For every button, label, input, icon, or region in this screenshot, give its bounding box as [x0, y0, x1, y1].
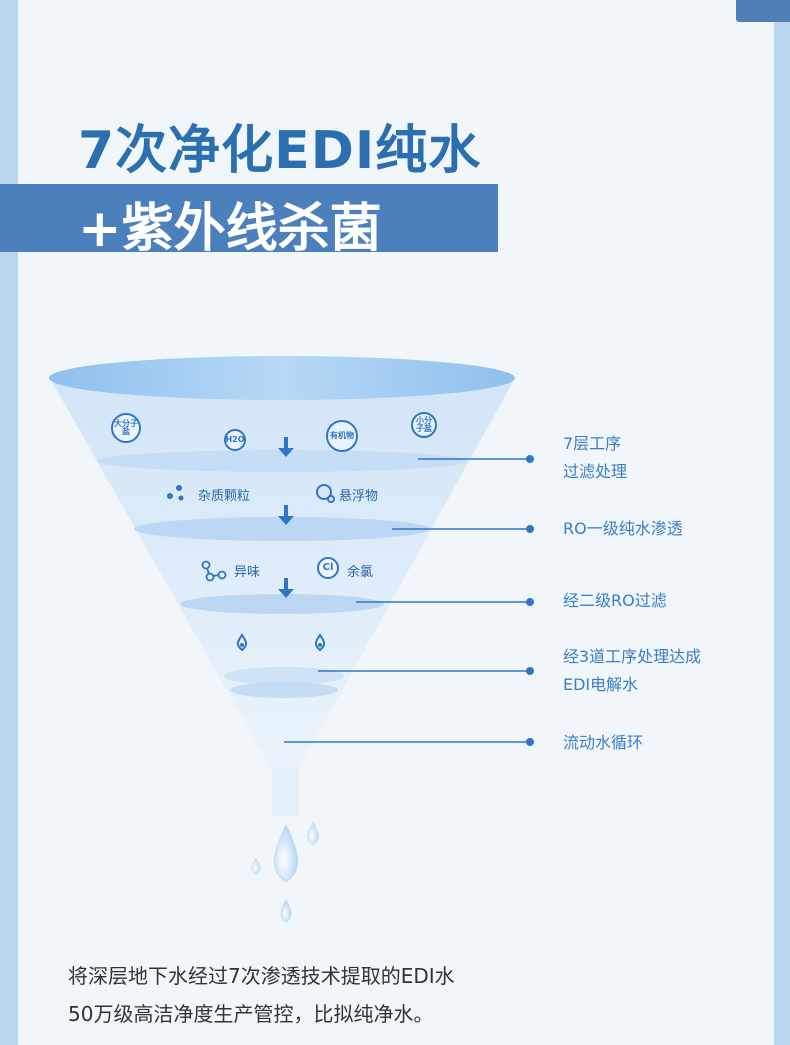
chlorine-label: 余氯	[347, 565, 374, 580]
filter-layer-4a	[224, 667, 344, 685]
funnel-cone	[50, 378, 515, 770]
water-drop-small-left	[251, 856, 261, 875]
filter-layer-3	[180, 594, 384, 614]
water-drop-bottom	[280, 898, 292, 923]
funnel-spout	[272, 768, 298, 816]
stage-1-label: 7层工序 过滤处理	[563, 434, 628, 481]
filter-layer-2	[134, 517, 430, 541]
purification-funnel	[49, 356, 534, 923]
headline-subtitle: +紫外线杀菌	[78, 199, 382, 259]
description-line-2: 50万级高洁净度生产管控，比拟纯净水。	[68, 1002, 434, 1026]
filter-layer-1	[97, 450, 467, 472]
corner-tab	[736, 0, 790, 22]
h2o-icon: H2O	[224, 429, 246, 451]
organic-matter-icon: 有机物	[326, 420, 358, 452]
odor-label: 异味	[234, 565, 261, 580]
macromolecule-salt-icon: 大分子盐	[111, 413, 141, 443]
headline-band	[0, 184, 498, 252]
filter-layer-4b	[230, 682, 338, 698]
water-drop-large	[273, 823, 299, 883]
small-molecule-salt-icon: 小分子盐	[411, 412, 437, 438]
stage-2-label: RO一级纯水渗透	[563, 519, 683, 538]
water-drop-icon	[312, 633, 328, 657]
suspended-matter-icon	[314, 482, 336, 508]
headline-title: 7次净化EDI纯水	[78, 121, 482, 181]
stage-4-label: 经3道工序处理达成 EDI电解水	[563, 647, 702, 694]
description-line-1: 将深层地下水经过7次渗透技术提取的EDI水	[68, 964, 455, 988]
stage-3-label: 经二级RO过滤	[563, 591, 667, 610]
water-drop-icon	[234, 633, 250, 657]
stage-5-label: 流动水循环	[563, 733, 644, 752]
impurity-label: 杂质颗粒	[198, 489, 251, 504]
water-drop-small-right	[306, 821, 320, 846]
odor-molecule-icon	[201, 560, 227, 586]
particles-icon	[166, 482, 188, 508]
funnel-rim	[49, 356, 515, 400]
chlorine-icon: Cl	[317, 557, 339, 579]
suspended-label: 悬浮物	[339, 489, 379, 504]
